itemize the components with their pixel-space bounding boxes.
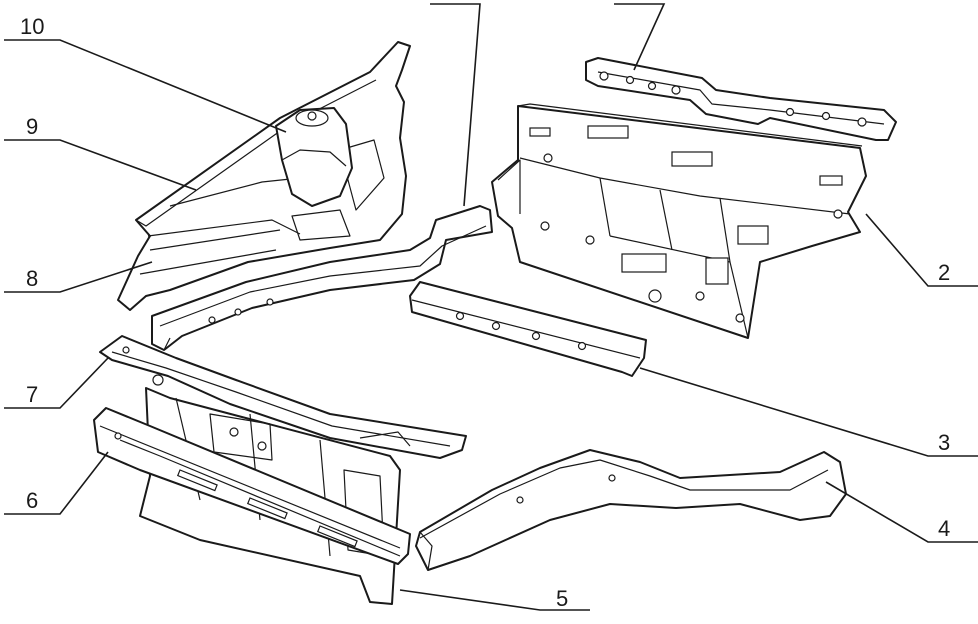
leader-6 [4, 451, 109, 515]
callout-leaders [4, 3, 978, 611]
part-9-inner-fender [117, 41, 411, 311]
callout-9: 9 [26, 114, 38, 139]
leader-8 [4, 261, 153, 293]
leader-10 [4, 39, 287, 133]
part-front-side-member [151, 205, 493, 351]
part-1-cross-member [585, 57, 897, 141]
callout-10: 10 [20, 14, 44, 39]
callout-4: 4 [938, 516, 950, 541]
callout-3: 3 [938, 430, 950, 455]
callout-2: 2 [938, 260, 950, 285]
callout-7: 7 [26, 382, 38, 407]
part-4-side-rail [415, 449, 847, 571]
leader-3 [639, 367, 978, 457]
leader-7 [4, 357, 109, 409]
leader-1 [430, 3, 481, 207]
callout-5: 5 [556, 586, 568, 611]
leader-11 [614, 3, 666, 71]
part-6-bumper-beam [93, 407, 411, 565]
leader-2 [865, 213, 978, 287]
leader-9 [4, 139, 197, 191]
callout-8: 8 [26, 266, 38, 291]
part-3-cross-beam [409, 281, 647, 377]
part-7-upper-cross-member [99, 335, 467, 459]
part-10-strut-tower [275, 107, 353, 207]
callout-labels: 2 3 4 5 6 7 8 9 10 [20, 14, 950, 611]
callout-6: 6 [26, 488, 38, 513]
part-2-floor-panel [491, 103, 867, 339]
leader-4 [825, 481, 978, 543]
leader-5 [399, 589, 590, 611]
